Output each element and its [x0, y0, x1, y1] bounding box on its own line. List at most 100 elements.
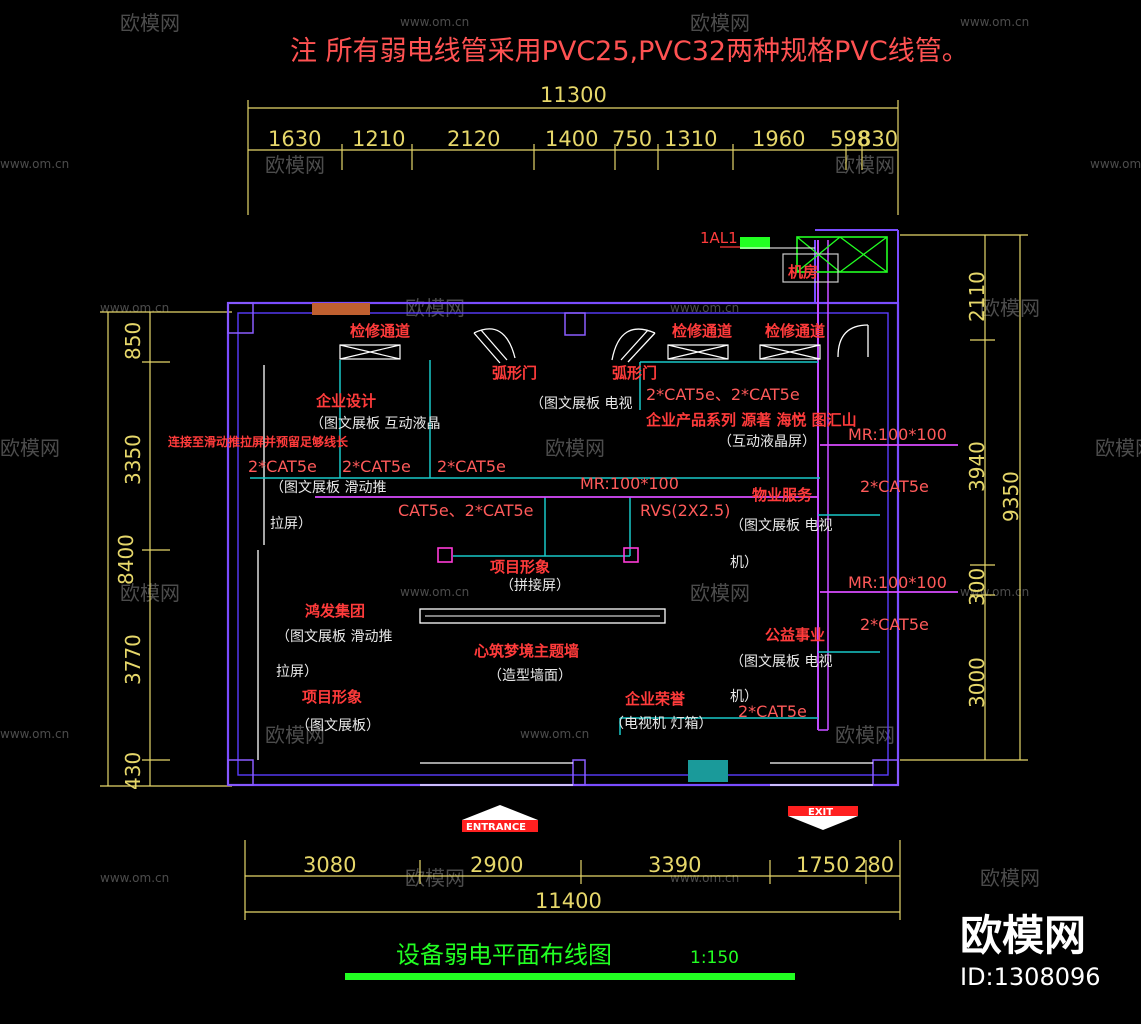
- public-welfare-label: 公益事业: [765, 626, 825, 644]
- cable-label-a: 2*CAT5e: [248, 457, 317, 476]
- top-dim-5: 750: [612, 127, 652, 151]
- watermark-url: www.om.cn: [0, 157, 69, 171]
- entrance-marker: [462, 805, 538, 832]
- trunk-routes: [315, 444, 958, 593]
- hongfa-sub-2: 拉屏）: [276, 664, 318, 680]
- outlet-box-left: [437, 547, 453, 563]
- project-image-label-2: 项目形象: [302, 688, 362, 706]
- watermark-url: www.om.cn: [960, 15, 1029, 29]
- right-dim-1: 2110: [965, 271, 989, 322]
- entrance-label: ENTRANCE: [466, 822, 526, 833]
- openings: [257, 365, 873, 786]
- top-total-dimension: 11300: [540, 83, 607, 107]
- splice-screen-label: （拼接屏）: [500, 577, 570, 594]
- bottom-dim-3: 3390: [648, 853, 701, 877]
- machine-room: [740, 236, 888, 283]
- right-dimension-chain: [900, 234, 1028, 761]
- top-dim-8: 598: [830, 127, 870, 151]
- arc-door-label-2: 弧形门: [612, 364, 657, 382]
- watermark-url: www.om.cn: [100, 301, 169, 315]
- left-dim-1: 850: [121, 322, 145, 360]
- top-dim-6: 1310: [664, 127, 717, 151]
- top-dimension-chain: [247, 100, 899, 215]
- watermark-logo: 欧模网: [690, 581, 750, 605]
- watermark-url: www.om.cn: [0, 727, 69, 741]
- watermark-logo: 欧模网: [835, 723, 895, 747]
- cable-routes: [250, 360, 880, 735]
- cable-top-label: 2*CAT5e、2*CAT5e: [646, 385, 800, 404]
- watermark-logo: 欧模网: [405, 866, 465, 890]
- watermark-logo: 欧模网: [980, 866, 1040, 890]
- watermark-url: www.om.cn: [400, 15, 469, 29]
- products-sub: （互动液晶屏）: [718, 434, 816, 450]
- right-total-dimension: 9350: [999, 471, 1023, 522]
- top-dim-4: 1400: [545, 127, 598, 151]
- left-dim-2: 3350: [121, 434, 145, 485]
- drawing-scale: 1:150: [690, 948, 739, 968]
- corp-design-sub: （图文展板 互动液晶: [310, 416, 440, 432]
- watermark-url: www.om.cn: [670, 301, 739, 315]
- passage-markers: [339, 344, 821, 360]
- top-dim-7: 1960: [752, 127, 805, 151]
- rvs-label: RVS(2X2.5): [640, 501, 730, 520]
- slide-sub-1: （图文展板 滑动推: [270, 479, 386, 496]
- machine-room-label: 机房: [788, 263, 818, 281]
- top-dim-3: 2120: [447, 127, 500, 151]
- arc-door-label-1: 弧形门: [492, 364, 537, 382]
- arc-doors: [473, 324, 869, 364]
- passage-label-2: 检修通道: [672, 322, 732, 340]
- property-service-sub-1: （图文展板 电视: [730, 518, 832, 534]
- public-welfare-sub-2: 机）: [730, 689, 758, 705]
- watermark-url: www.om.cn: [400, 585, 469, 599]
- left-dim-4: 430: [121, 752, 145, 790]
- mr-right-label-2: MR:100*100: [848, 573, 947, 592]
- bottom-dim-2: 2900: [470, 853, 523, 877]
- cable-label-c: 2*CAT5e: [437, 457, 506, 476]
- top-dim-2: 1210: [352, 127, 405, 151]
- panel-aal-label: 1AL1: [700, 229, 738, 247]
- cable-right-label-1: 2*CAT5e: [860, 477, 929, 496]
- bottom-total-dimension: 11400: [535, 889, 602, 913]
- connect-note: 连接至滑动推拉屏并预留足够线长: [168, 434, 349, 449]
- brand-logo: 欧模网: [960, 911, 1086, 960]
- slide-sub-2: 拉屏）: [270, 516, 312, 532]
- property-service-label: 物业服务: [752, 486, 813, 504]
- left-total-dimension: 8400: [114, 534, 138, 585]
- outlet-box-right: [623, 547, 639, 563]
- right-dim-3: 300: [965, 568, 989, 606]
- hongfa-label: 鸿发集团: [305, 602, 365, 620]
- project-image-label: 项目形象: [490, 558, 550, 576]
- project-image-sub-2: （图文展板）: [296, 718, 380, 734]
- watermark-url: www.om.cn: [100, 871, 169, 885]
- watermark-logo: 欧模网: [265, 723, 325, 747]
- watermark-url: www.om.cn: [1090, 157, 1141, 171]
- property-service-sub-2: 机）: [730, 555, 758, 571]
- corp-design-label: 企业设计: [315, 392, 376, 410]
- top-dim-1: 1630: [268, 127, 321, 151]
- theme-wall-sub: （造型墙面）: [488, 668, 572, 684]
- bottom-dimension-chain: [244, 840, 901, 920]
- cable-right-label-2: 2*CAT5e: [860, 615, 929, 634]
- equipment-block: [688, 760, 728, 782]
- mr-right-label-1: MR:100*100: [848, 425, 947, 444]
- watermark-logo: 欧模网: [1095, 436, 1141, 460]
- bottom-dim-1: 3080: [303, 853, 356, 877]
- drawing-note: 注 所有弱电线管采用PVC25,PVC32两种规格PVC线管。: [290, 36, 969, 67]
- top-board-label: （图文展板 电视: [530, 396, 632, 412]
- products-label: 企业产品系列 源著 海悦 图汇山: [645, 411, 857, 429]
- watermark-url: www.om.cn: [670, 871, 739, 885]
- watermark-logo: 欧模网: [690, 11, 750, 35]
- top-dim-9: 830: [858, 127, 898, 151]
- watermark-logo: 欧模网: [405, 296, 465, 320]
- drawing-title: 设备弱电平面布线图: [396, 941, 612, 969]
- watermark-logo: 欧模网: [545, 436, 605, 460]
- passage-label-1: 检修通道: [350, 322, 410, 340]
- right-dim-4: 3000: [965, 657, 989, 708]
- honor-sub: （电视机 灯箱）: [610, 716, 712, 732]
- theme-wall-label: 心筑梦境主题墙: [474, 642, 579, 660]
- window-hatch: [312, 303, 370, 315]
- theme-wall-outline: [419, 608, 666, 624]
- watermark-url: www.om.cn: [520, 727, 589, 741]
- watermark-logo: 欧模网: [265, 153, 325, 177]
